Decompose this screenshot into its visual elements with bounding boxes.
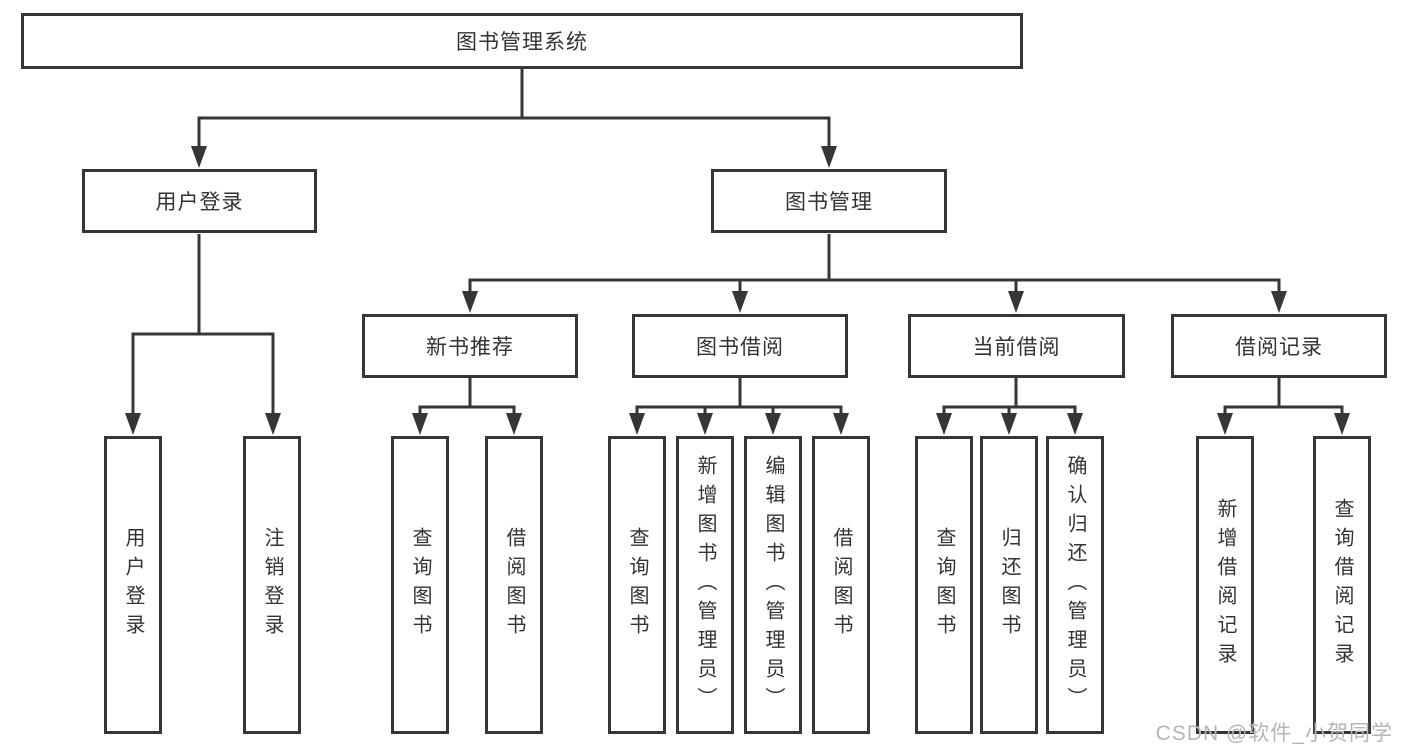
arrowhead	[1001, 413, 1017, 435]
leaf-borrow-books-recommend: 借阅图书	[485, 436, 543, 734]
node-current-borrow: 当前借阅	[908, 314, 1125, 378]
node-root: 图书管理系统	[21, 13, 1023, 69]
arrowheads	[125, 146, 1350, 435]
arrowhead	[936, 413, 952, 435]
leaf-add-borrow-record: 新增借阅记录	[1196, 436, 1254, 734]
leaf-edit-book-admin: 编辑图书（管理员）	[744, 436, 802, 734]
leaf-logout: 注销登录	[243, 436, 301, 734]
node-borrow-records: 借阅记录	[1171, 314, 1387, 378]
arrowhead	[1334, 413, 1350, 435]
arrowhead	[697, 413, 713, 435]
arrowhead	[833, 413, 849, 435]
arrowhead	[1271, 291, 1287, 313]
arrowhead	[506, 413, 522, 435]
arrowhead	[191, 146, 207, 168]
leaf-add-book-admin: 新增图书（管理员）	[676, 436, 734, 734]
watermark: CSDN @软件_小贺同学	[1155, 722, 1393, 745]
leaf-confirm-return-admin: 确认归还（管理员）	[1046, 436, 1104, 734]
arrowhead	[821, 146, 837, 168]
node-new-book-recommend: 新书推荐	[362, 314, 578, 378]
arrowhead	[732, 291, 748, 313]
node-book-borrow: 图书借阅	[632, 314, 848, 378]
arrowhead	[462, 291, 478, 313]
arrowhead	[629, 413, 645, 435]
leaf-borrow-books: 借阅图书	[812, 436, 870, 734]
arrowhead	[1217, 413, 1233, 435]
node-book-management: 图书管理	[711, 169, 947, 233]
arrowhead	[125, 413, 141, 435]
leaf-query-books-borrow: 查询图书	[608, 436, 666, 734]
connector-lines	[131, 69, 1344, 415]
arrowhead	[412, 413, 428, 435]
arrowhead	[265, 413, 281, 435]
node-user-login: 用户登录	[82, 169, 317, 233]
leaf-query-books-current: 查询图书	[915, 436, 973, 734]
arrowhead	[1067, 413, 1083, 435]
leaf-query-borrow-record: 查询借阅记录	[1313, 436, 1371, 734]
leaf-query-books-recommend: 查询图书	[391, 436, 449, 734]
leaf-user-login: 用户登录	[104, 436, 162, 734]
arrowhead	[1008, 291, 1024, 313]
arrowhead	[765, 413, 781, 435]
leaf-return-book: 归还图书	[980, 436, 1038, 734]
